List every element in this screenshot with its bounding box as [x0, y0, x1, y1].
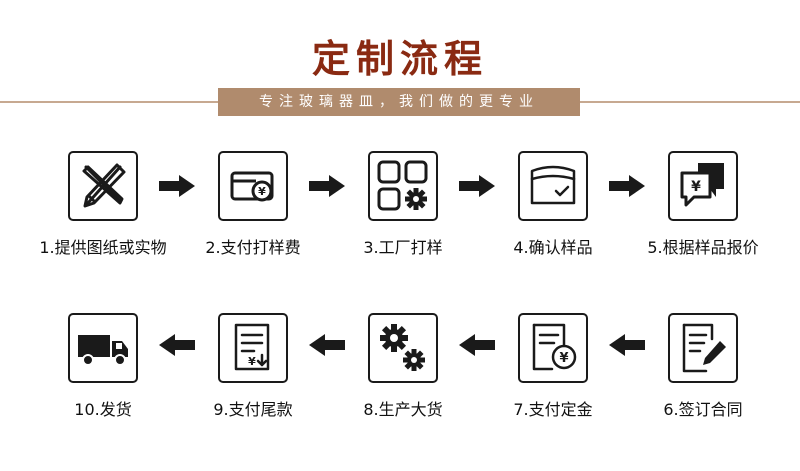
- subtitle-banner: 专注玻璃器皿，我们做的更专业: [218, 88, 580, 116]
- page-title: 定制流程: [311, 37, 488, 81]
- step-8: 8.生产大货: [333, 313, 473, 428]
- step-label: 3.工厂打样: [363, 238, 443, 257]
- step-label: 9.支付尾款: [213, 400, 293, 419]
- arrow-left-icon: [307, 333, 347, 357]
- svg-text:¥: ¥: [258, 185, 266, 198]
- delivery-truck-icon: [68, 313, 138, 383]
- step-7: ¥ 7.支付定金: [483, 313, 623, 428]
- step-5: ¥ 5.根据样品报价: [633, 151, 773, 266]
- step-label: 8.生产大货: [363, 400, 443, 419]
- step-label: 7.支付定金: [513, 400, 593, 419]
- step-9: ¥ 9.支付尾款: [183, 313, 323, 428]
- step-10: 10.发货: [33, 313, 173, 428]
- pay-deposit-icon: ¥: [518, 313, 588, 383]
- sign-contract-icon: [668, 313, 738, 383]
- step-label: 6.签订合同: [663, 400, 743, 419]
- confirm-sample-icon: [518, 151, 588, 221]
- arrow-left-icon: [607, 333, 647, 357]
- pay-balance-icon: ¥: [218, 313, 288, 383]
- production-gears-icon: [368, 313, 438, 383]
- arrow-left-icon: [457, 333, 497, 357]
- step-label: 2.支付打样费: [205, 238, 301, 257]
- svg-text:¥: ¥: [248, 355, 256, 368]
- svg-text:¥: ¥: [559, 351, 568, 366]
- step-label: 10.发货: [74, 400, 132, 419]
- quote-chat-icon: ¥: [668, 151, 738, 221]
- step-label: 4.确认样品: [513, 238, 593, 257]
- svg-text:¥: ¥: [691, 179, 701, 195]
- arrow-left-icon: [157, 333, 197, 357]
- step-label: 5.根据样品报价: [647, 238, 759, 257]
- step-1: 1.提供图纸或实物: [33, 151, 173, 266]
- step-3: 3.工厂打样: [333, 151, 473, 266]
- step-2: ¥ 2.支付打样费: [183, 151, 323, 266]
- step-4: 4.确认样品: [483, 151, 623, 266]
- drawing-tools-icon: [68, 151, 138, 221]
- arrow-right-icon: [307, 174, 347, 198]
- factory-gear-icon: [368, 151, 438, 221]
- step-6: 6.签订合同: [633, 313, 773, 428]
- arrow-right-icon: [457, 174, 497, 198]
- arrow-right-icon: [157, 174, 197, 198]
- step-label: 1.提供图纸或实物: [39, 238, 167, 257]
- payment-card-icon: ¥: [218, 151, 288, 221]
- arrow-right-icon: [607, 174, 647, 198]
